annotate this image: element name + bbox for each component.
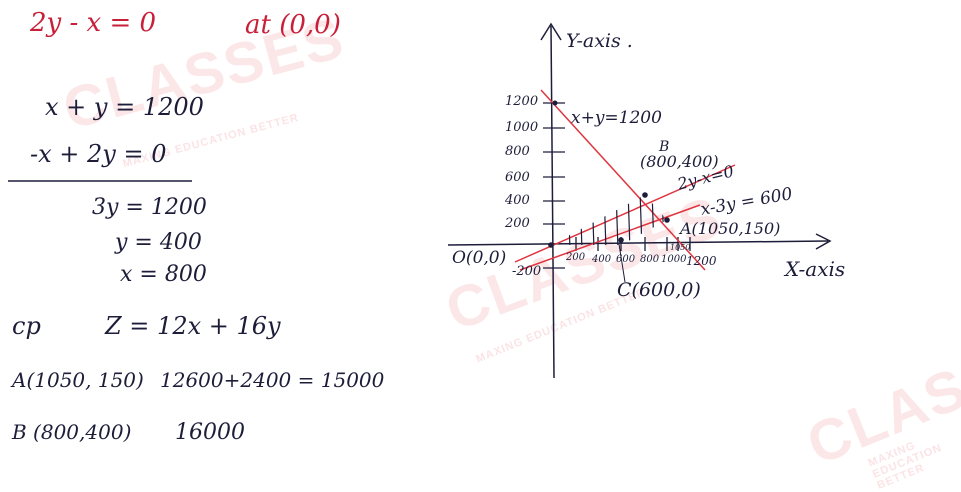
corner-label: cp xyxy=(12,312,41,340)
y-tick-marks xyxy=(543,102,565,269)
point-a-label: A(1050,150) xyxy=(680,219,781,238)
solve-eq5: x = 800 xyxy=(120,262,207,287)
point-y-1200 xyxy=(552,100,558,106)
y-tick-label: 600 xyxy=(505,170,530,185)
header-equation: 2y - x = 0 xyxy=(30,8,157,38)
x-axis xyxy=(447,240,829,246)
x-tick-label: 1200 xyxy=(686,254,717,268)
line-x-minus-3y xyxy=(519,204,701,271)
y-axis-label: Y-axis . xyxy=(566,30,633,52)
graph-canvas xyxy=(8,22,832,379)
x-axis-label: X-axis xyxy=(785,257,846,281)
solve-eq1: x + y = 1200 xyxy=(45,93,204,121)
x-axis-arrow xyxy=(815,233,832,250)
corner-row-b-value: 16000 xyxy=(175,420,245,445)
solve-eq2: -x + 2y = 0 xyxy=(30,140,167,168)
x-tick-label: 600 xyxy=(616,254,636,265)
header-point: at (0,0) xyxy=(245,10,341,40)
y-tick-label: -200 xyxy=(512,264,542,279)
x-tick-label: 800 xyxy=(640,254,660,265)
y-axis-arrow xyxy=(540,22,562,41)
y-tick-label: 400 xyxy=(505,193,530,208)
y-tick-label: 200 xyxy=(505,216,530,231)
origin-label: O(0,0) xyxy=(452,248,507,268)
point-c xyxy=(618,237,624,243)
y-tick-label: 800 xyxy=(505,144,530,159)
point-b-name: B xyxy=(659,139,670,155)
feasible-region-hatch xyxy=(567,195,665,245)
x-tick-label: 1050 xyxy=(670,243,691,252)
point-b xyxy=(642,192,648,198)
corner-row-b-point: B (800,400) xyxy=(12,420,132,444)
line-label-x-plus-y: x+y=1200 xyxy=(571,108,662,128)
x-tick-label: 1000 xyxy=(661,254,687,265)
solve-eq3: 3y = 1200 xyxy=(92,195,207,220)
x-tick-label: 200 xyxy=(566,252,586,263)
point-origin xyxy=(548,242,554,248)
corner-row-a-point: A(1050, 150) xyxy=(12,368,144,392)
y-tick-label: 1000 xyxy=(505,120,539,135)
y-axis xyxy=(550,25,555,379)
point-c-label: C(600,0) xyxy=(617,279,701,301)
point-b-label: (800,400) xyxy=(640,152,719,171)
point-a xyxy=(664,217,670,223)
solve-eq4: y = 400 xyxy=(115,230,202,255)
line-x-plus-y xyxy=(540,89,706,271)
y-tick-label: 1200 xyxy=(505,94,539,109)
x-tick-label: 400 xyxy=(592,254,612,265)
point-c-leader xyxy=(618,243,626,283)
objective-function: Z = 12x + 16y xyxy=(105,312,281,340)
corner-row-a-value: 12600+2400 = 15000 xyxy=(160,368,385,392)
